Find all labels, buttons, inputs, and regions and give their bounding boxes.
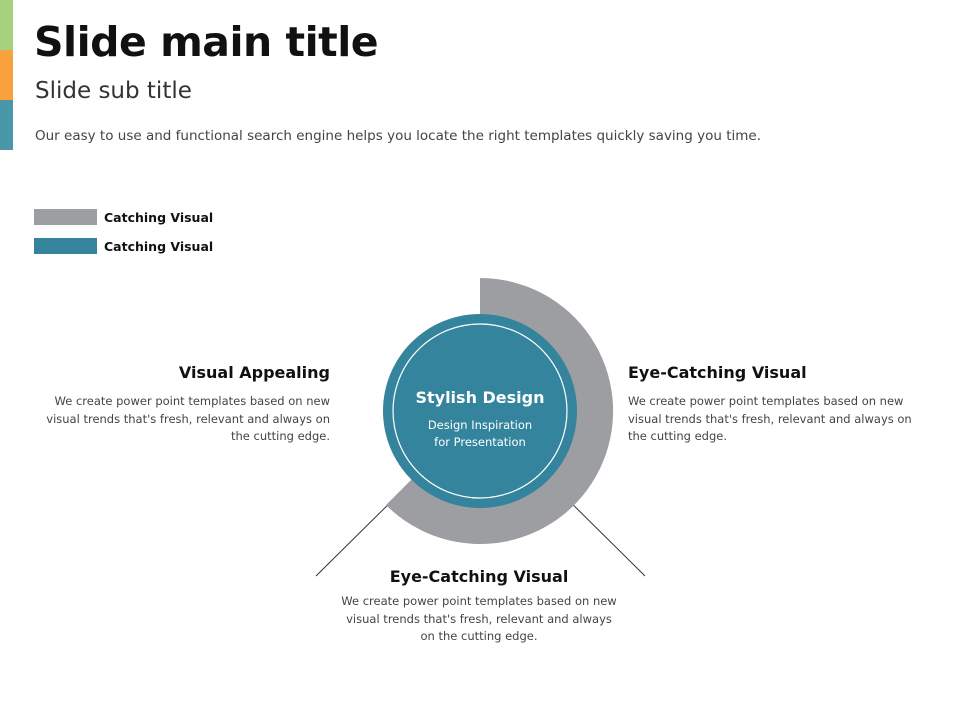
bottom-block-text: We create power point templates based on… <box>341 594 617 643</box>
center-subtitle-line-2: for Presentation <box>434 435 526 449</box>
center-subtitle-line-1: Design Inspiration <box>427 418 533 432</box>
right-block-text: We create power point templates based on… <box>628 394 912 443</box>
accent-bar-green <box>0 0 13 50</box>
slide-title: Slide main title <box>34 18 379 66</box>
left-block-text: We create power point templates based on… <box>46 394 330 443</box>
legend-item-teal: Catching Visual <box>34 238 213 254</box>
left-block-title: Visual Appealing <box>178 363 330 382</box>
center-circle <box>383 314 577 508</box>
center-circle-outline <box>392 323 568 499</box>
bottom-block-title: Eye-Catching Visual <box>389 567 569 586</box>
slide-description: Our easy to use and functional search en… <box>35 128 761 144</box>
center-subtitle: Design Inspiration for Presentation <box>390 417 570 451</box>
legend-label: Catching Visual <box>104 209 214 225</box>
slide-subtitle: Slide sub title <box>35 78 192 104</box>
legend-label: Catching Visual <box>104 238 214 254</box>
center-title: Stylish Design <box>415 388 545 407</box>
right-block-title: Eye-Catching Visual <box>628 363 807 382</box>
accent-bar-blue <box>0 100 13 150</box>
legend-item-gray: Catching Visual <box>34 209 213 225</box>
accent-bar-orange <box>0 50 13 100</box>
legend-swatch-gray <box>34 209 97 225</box>
legend-swatch-teal <box>34 238 97 254</box>
